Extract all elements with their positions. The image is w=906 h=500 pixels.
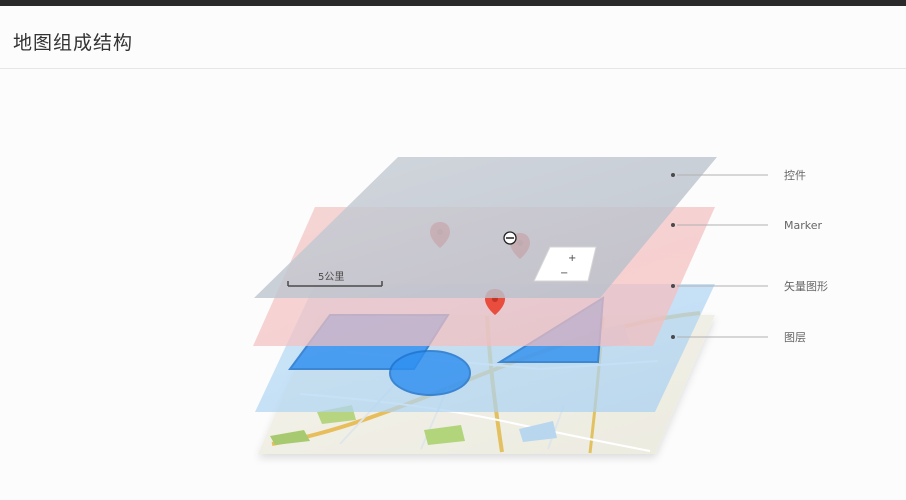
- legend: 控件 Marker 矢量图形 图层: [671, 168, 828, 344]
- legend-tiles: 图层: [671, 331, 806, 344]
- legend-controls: 控件: [671, 168, 806, 182]
- legend-label-marker: Marker: [784, 219, 822, 232]
- map-layer-diagram: + − 5公里 控件: [253, 157, 828, 454]
- vector-ellipse: [389, 350, 471, 396]
- legend-label-tiles: 图层: [784, 331, 806, 344]
- scale-label: 5公里: [318, 271, 344, 283]
- legend-label-vector: 矢量图形: [784, 279, 828, 293]
- page-title: 地图组成结构: [13, 32, 134, 54]
- controls-layer-plane: [254, 157, 717, 298]
- legend-marker: Marker: [671, 219, 822, 232]
- zoom-out-icon[interactable]: −: [560, 268, 568, 279]
- cursor-icon: [503, 231, 517, 245]
- zoom-in-icon[interactable]: +: [568, 253, 576, 264]
- water-1: [519, 421, 557, 442]
- zoom-control[interactable]: + −: [533, 246, 597, 282]
- scale-bar: 5公里: [287, 271, 383, 287]
- window-top-bar: [0, 0, 906, 6]
- content-area: + − 5公里 控件: [0, 69, 906, 500]
- park-3: [424, 425, 465, 445]
- controls-layer: + − 5公里: [254, 157, 717, 298]
- legend-vector: 矢量图形: [671, 279, 828, 293]
- park-1: [270, 430, 310, 445]
- legend-label-controls: 控件: [784, 168, 806, 182]
- page-header: 地图组成结构: [0, 6, 906, 69]
